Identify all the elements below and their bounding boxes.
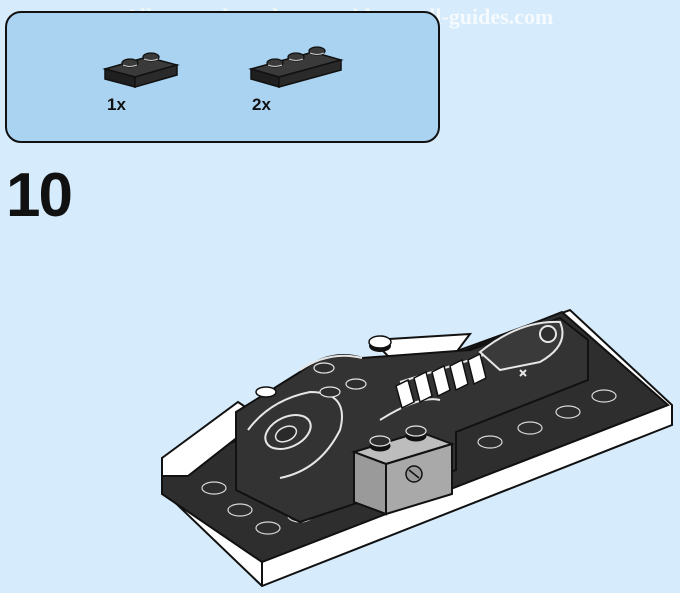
assembly-model-illustration: [0, 0, 680, 593]
